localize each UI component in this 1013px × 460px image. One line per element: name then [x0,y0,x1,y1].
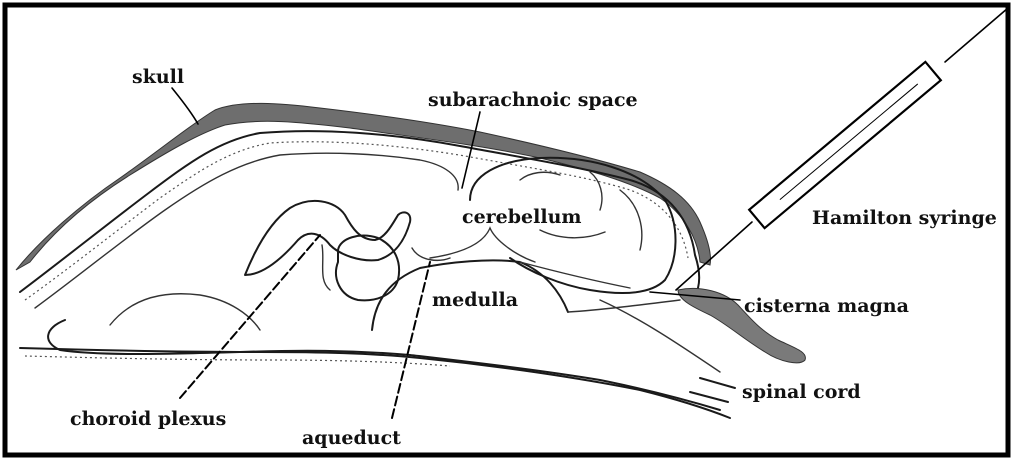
medulla-label: medulla [432,289,518,311]
hamilton-syringe-label: Hamilton syringe [812,207,997,229]
subarachnoid-space-label: subarachnoic space [428,89,638,111]
spinal-cord-label: spinal cord [742,381,861,403]
skull-label: skull [132,66,184,88]
aqueduct-label: aqueduct [302,427,401,449]
cisterna-magna-label: cisterna magna [744,295,909,317]
choroid-plexus-label: choroid plexus [70,408,226,430]
cerebellum-label: cerebellum [462,206,581,228]
